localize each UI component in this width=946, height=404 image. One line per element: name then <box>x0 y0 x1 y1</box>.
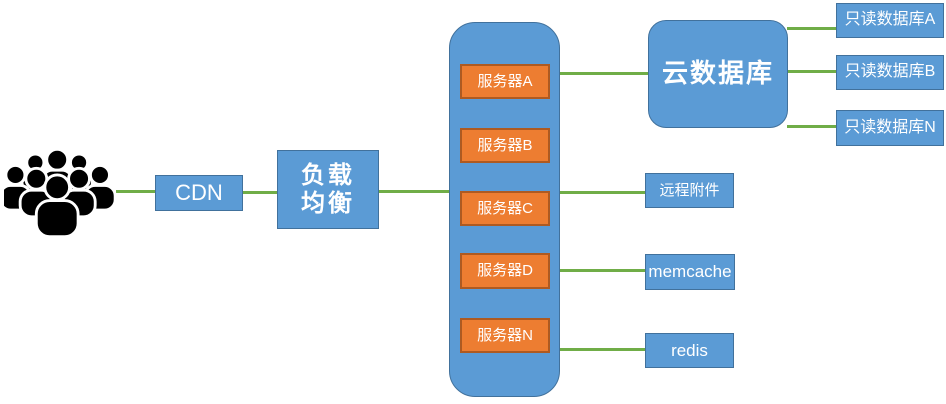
users-crowd-icon[interactable] <box>4 147 118 239</box>
cdn-node[interactable]: CDN <box>155 175 243 211</box>
remote-attachment-label: 远程附件 <box>659 181 720 199</box>
connector-lb-cluster <box>379 190 451 193</box>
server-b-label: 服务器B <box>477 136 533 154</box>
redis-node[interactable]: redis <box>645 333 734 368</box>
redis-label: redis <box>671 340 708 360</box>
cloud-database-node[interactable]: 云数据库 <box>648 20 788 128</box>
remote-attachment-node[interactable]: 远程附件 <box>645 173 734 208</box>
readonly-db-b-node[interactable]: 只读数据库B <box>836 55 944 90</box>
connector-cloud-rodb-b <box>787 70 837 73</box>
load-balancer-label: 负载 均衡 <box>301 161 355 217</box>
server-a-node[interactable]: 服务器A <box>460 64 550 99</box>
connector-cloud-rodb-n <box>787 125 837 128</box>
cdn-label: CDN <box>175 180 223 206</box>
server-b-node[interactable]: 服务器B <box>460 128 550 163</box>
server-c-label: 服务器C <box>477 199 533 217</box>
connector-cluster-cloud <box>558 72 649 75</box>
connector-cluster-memcache <box>558 269 646 272</box>
connector-cloud-rodb-a <box>787 27 837 30</box>
readonly-db-n-label: 只读数据库N <box>844 118 936 136</box>
readonly-db-b-label: 只读数据库B <box>844 63 936 81</box>
readonly-db-n-node[interactable]: 只读数据库N <box>836 110 944 146</box>
connector-cluster-remote <box>558 191 646 194</box>
server-d-label: 服务器D <box>477 262 533 280</box>
cloud-database-label: 云数据库 <box>661 58 774 89</box>
connector-cluster-redis <box>558 348 646 351</box>
connector-cdn-lb <box>243 191 278 194</box>
readonly-db-a-label: 只读数据库A <box>844 11 936 29</box>
server-a-label: 服务器A <box>477 72 533 90</box>
load-balancer-node[interactable]: 负载 均衡 <box>277 150 379 229</box>
server-n-label: 服务器N <box>477 326 533 344</box>
connector-users-cdn <box>116 190 156 193</box>
readonly-db-a-node[interactable]: 只读数据库A <box>836 3 944 38</box>
memcache-node[interactable]: memcache <box>645 254 735 290</box>
memcache-label: memcache <box>648 262 732 282</box>
server-c-node[interactable]: 服务器C <box>460 191 550 226</box>
server-d-node[interactable]: 服务器D <box>460 253 550 289</box>
server-n-node[interactable]: 服务器N <box>460 318 550 353</box>
